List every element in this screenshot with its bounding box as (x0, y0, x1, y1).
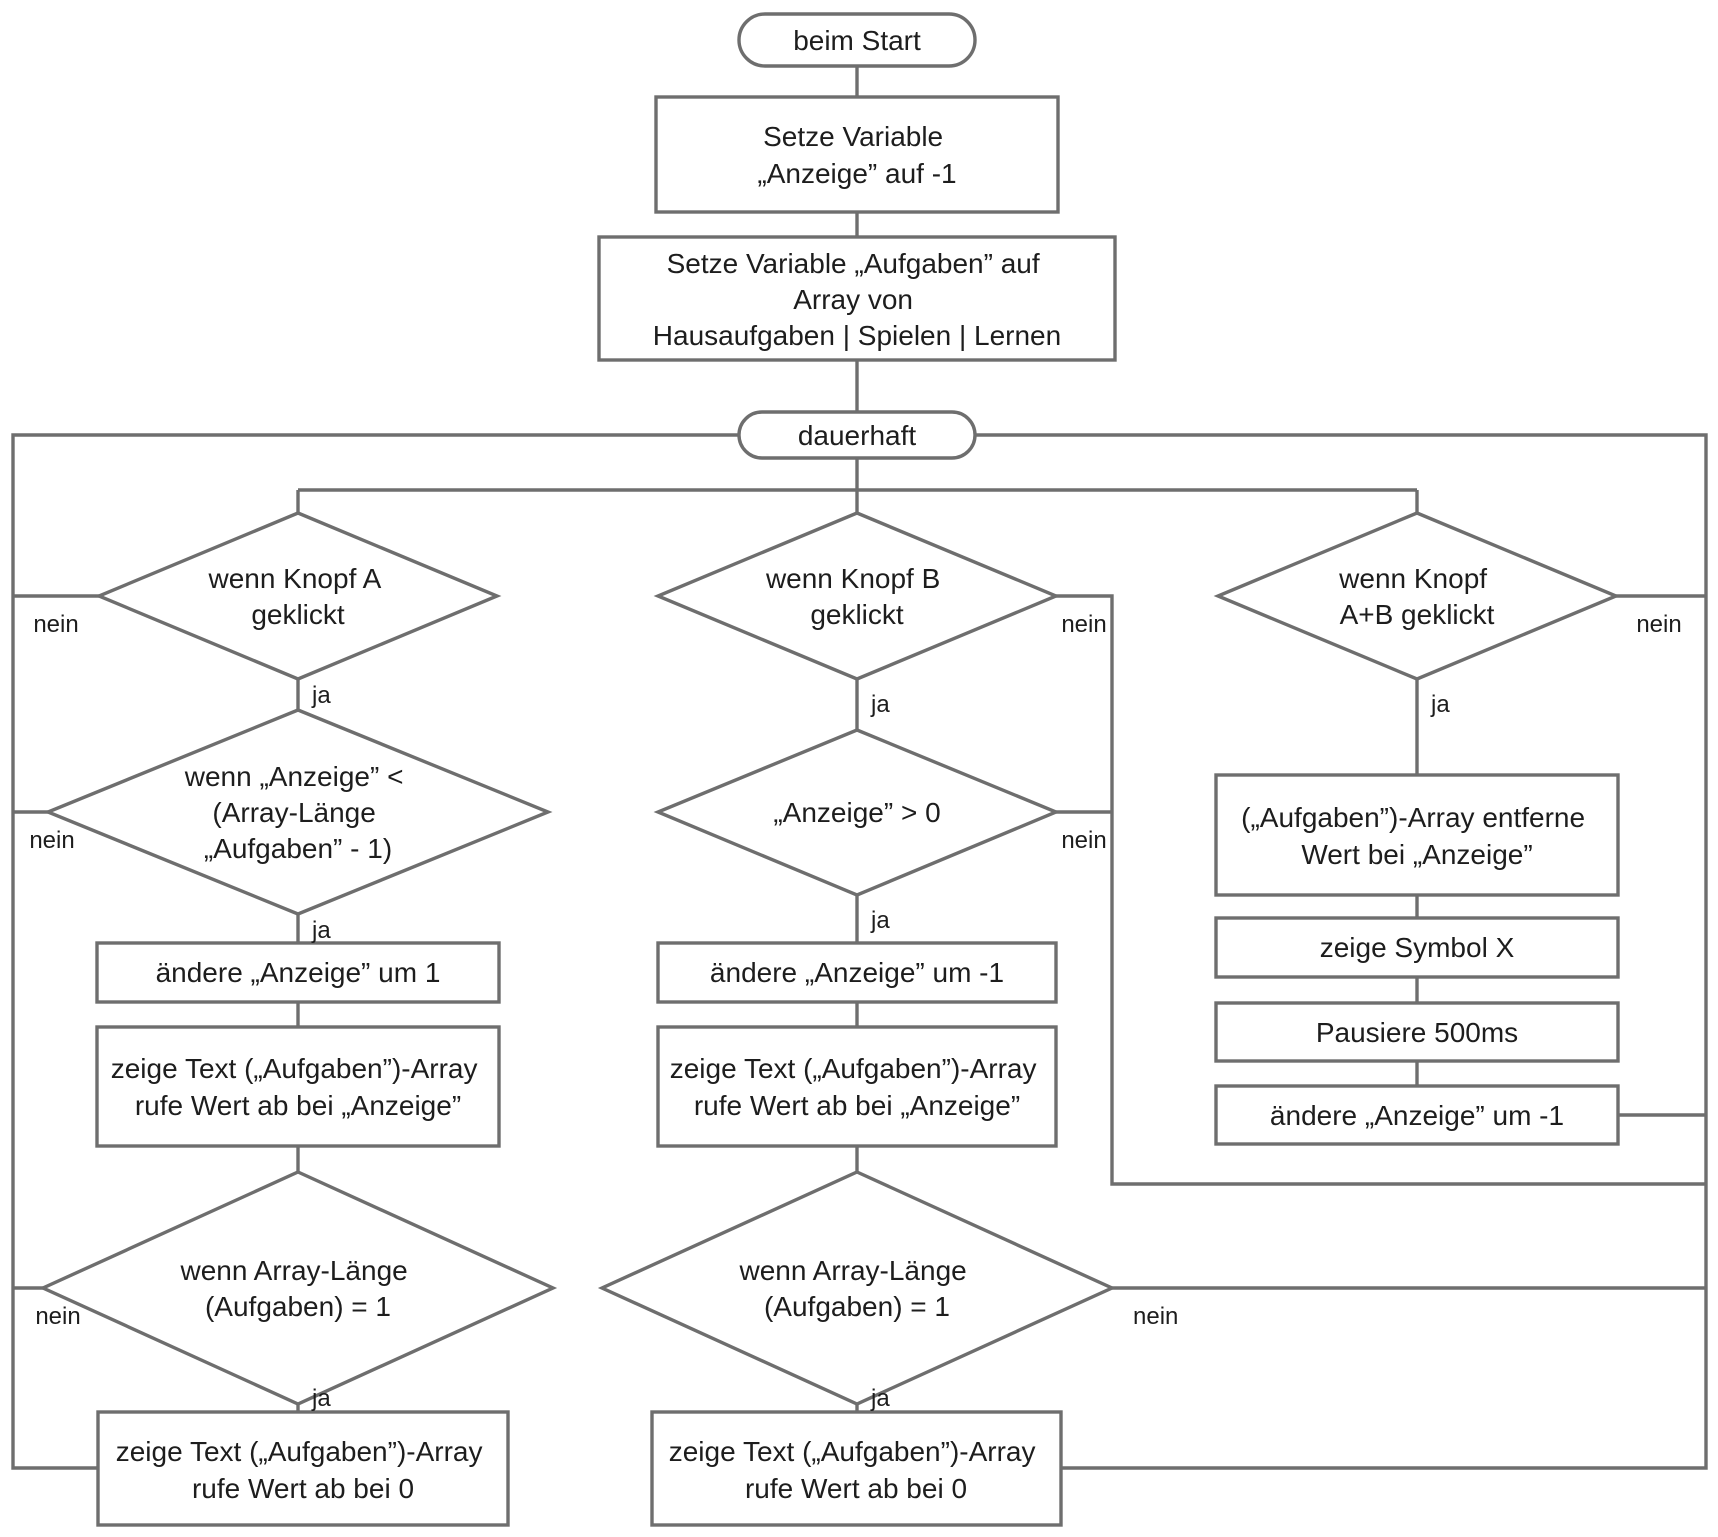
decision-array-laenge-links: wenn Array-Länge (Aufgaben) = 1 (38, 1170, 558, 1406)
label-nein-b-len: nein (1133, 1303, 1178, 1330)
edge-middle-nein-rail (1056, 594, 1706, 1186)
process-aendere-anzeige-minus-shape (656, 941, 1058, 1004)
process-aendere-anzeige-minus-rechts: ändere „Anzeige” um -1 (1214, 1084, 1620, 1146)
label-ja-dec-a: ja (311, 682, 331, 709)
label-nein-a-len: nein (35, 1303, 80, 1330)
decision-wenn-knopf-a-b: wenn Knopf A+B geklickt (1213, 511, 1621, 681)
process-zeige-text-anzeige-links-label: zeige Text („Aufgaben”)-Array rufe Wert … (111, 1053, 486, 1121)
label-nein-dec-b2: nein (1061, 827, 1106, 854)
decision-array-laenge-links-shape (38, 1170, 558, 1406)
label-ja-dec-a2: ja (311, 917, 331, 944)
decision-anzeige-kleiner-laenge-shape (43, 708, 553, 916)
label-nein-dec-ab: nein (1636, 611, 1681, 638)
decision-anzeige-groesser-null: „Anzeige” > 0 (653, 728, 1061, 897)
label-nein-dec-b: nein (1061, 611, 1106, 638)
process-zeige-text-anzeige-links-shape (95, 1025, 501, 1148)
decision-wenn-knopf-b: wenn Knopf B geklickt (653, 511, 1061, 681)
process-array-entferne-shape (1214, 773, 1620, 897)
process-array-entferne-label: („Aufgaben”)-Array entferne Wert bei „An… (1241, 802, 1593, 870)
decision-wenn-knopf-a-b-shape (1213, 511, 1621, 681)
process-aendere-anzeige-plus-label: ändere „Anzeige” um 1 (156, 957, 441, 988)
process-aendere-anzeige-minus-rechts-label: ändere „Anzeige” um -1 (1270, 1100, 1564, 1131)
decision-anzeige-groesser-null-label: „Anzeige” > 0 (773, 797, 940, 828)
process-zeige-text-anzeige-mitte: zeige Text („Aufgaben”)-Array rufe Wert … (656, 1025, 1058, 1148)
flowchart-nodes: beim Start Setze Variable „Anzeige” auf … (38, 12, 1621, 1527)
process-zeige-text-anzeige-mitte-label: zeige Text („Aufgaben”)-Array rufe Wert … (670, 1053, 1045, 1121)
decision-anzeige-kleiner-laenge: wenn „Anzeige” < (Array-Länge „Aufgaben”… (43, 708, 553, 916)
decision-wenn-knopf-a-b-label: wenn Knopf A+B geklickt (1338, 563, 1495, 630)
decision-anzeige-groesser-null-shape (653, 728, 1061, 897)
terminal-dauerhaft-shape (737, 410, 977, 460)
process-aendere-anzeige-minus-rechts-shape (1214, 1084, 1620, 1146)
process-setze-anzeige-shape (654, 95, 1060, 214)
label-nein-dec-a2: nein (29, 827, 74, 854)
process-pausiere: Pausiere 500ms (1214, 1001, 1620, 1063)
process-setze-aufgaben: Setze Variable „Aufgaben” auf Array von … (597, 235, 1117, 362)
process-array-entferne: („Aufgaben”)-Array entferne Wert bei „An… (1214, 773, 1620, 897)
process-zeige-symbol-x-label: zeige Symbol X (1320, 932, 1515, 963)
process-aendere-anzeige-plus-shape (95, 941, 501, 1004)
edge-right-loop-rail (975, 433, 1708, 1470)
process-zeige-symbol-x-shape (1214, 916, 1620, 979)
terminal-dauerhaft: dauerhaft (737, 410, 977, 460)
process-aendere-anzeige-minus: ändere „Anzeige” um -1 (656, 941, 1058, 1004)
decision-array-laenge-mitte-label: wenn Array-Länge (Aufgaben) = 1 (738, 1255, 974, 1322)
process-setze-anzeige-label: Setze Variable „Anzeige” auf -1 (757, 121, 956, 189)
branch-labels: nein nein nein ja ja ja nein nein ja ja … (29, 611, 1681, 1412)
label-ja-dec-ab: ja (1430, 691, 1450, 718)
label-nein-dec-a: nein (33, 611, 78, 638)
decision-wenn-knopf-b-label: wenn Knopf B geklickt (765, 563, 948, 630)
process-zeige-text-anzeige-mitte-shape (656, 1025, 1058, 1148)
process-setze-anzeige: Setze Variable „Anzeige” auf -1 (654, 95, 1060, 214)
process-zeige-text-null-links-label: zeige Text („Aufgaben”)-Array rufe Wert … (116, 1436, 491, 1504)
terminal-dauerhaft-label: dauerhaft (798, 420, 917, 451)
label-ja-b-len: ja (870, 1385, 890, 1412)
decision-anzeige-kleiner-laenge-label: wenn „Anzeige” < (Array-Länge „Aufgaben”… (184, 761, 411, 864)
flowchart-edges (11, 66, 1708, 1470)
edge-left-loop-rail (11, 433, 739, 1470)
decision-array-laenge-mitte-shape (597, 1170, 1117, 1406)
terminal-beim-start-shape (737, 12, 977, 68)
process-zeige-text-null-links: zeige Text („Aufgaben”)-Array rufe Wert … (96, 1410, 510, 1527)
decision-wenn-knopf-b-shape (653, 511, 1061, 681)
process-zeige-symbol-x: zeige Symbol X (1214, 916, 1620, 979)
decision-wenn-knopf-a-shape (94, 511, 502, 681)
decision-array-laenge-links-label: wenn Array-Länge (Aufgaben) = 1 (179, 1255, 415, 1322)
decision-wenn-knopf-a: wenn Knopf A geklickt (94, 511, 502, 681)
decision-wenn-knopf-a-label: wenn Knopf A geklickt (207, 563, 387, 630)
terminal-beim-start-label: beim Start (793, 25, 921, 56)
terminal-beim-start: beim Start (737, 12, 977, 68)
process-aendere-anzeige-minus-label: ändere „Anzeige” um -1 (710, 957, 1004, 988)
process-setze-aufgaben-label: Setze Variable „Aufgaben” auf Array von … (653, 248, 1061, 351)
label-ja-dec-b: ja (870, 691, 890, 718)
process-zeige-text-null-mitte-label: zeige Text („Aufgaben”)-Array rufe Wert … (669, 1436, 1044, 1504)
process-zeige-text-null-mitte-shape (650, 1410, 1063, 1527)
process-setze-aufgaben-shape (597, 235, 1117, 362)
label-ja-dec-b2: ja (870, 907, 890, 934)
process-aendere-anzeige-plus: ändere „Anzeige” um 1 (95, 941, 501, 1004)
decision-array-laenge-mitte: wenn Array-Länge (Aufgaben) = 1 (597, 1170, 1117, 1406)
process-zeige-text-null-links-shape (96, 1410, 510, 1527)
process-zeige-text-anzeige-links: zeige Text („Aufgaben”)-Array rufe Wert … (95, 1025, 501, 1148)
process-zeige-text-null-mitte: zeige Text („Aufgaben”)-Array rufe Wert … (650, 1410, 1063, 1527)
label-ja-a-len: ja (311, 1385, 331, 1412)
process-pausiere-label: Pausiere 500ms (1316, 1017, 1518, 1048)
process-pausiere-shape (1214, 1001, 1620, 1063)
